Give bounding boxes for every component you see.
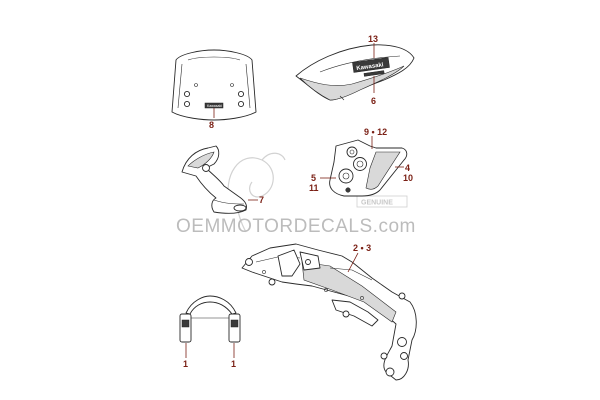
inner-panel-part: 9 • 12 4 10 5 11 [309, 127, 413, 197]
callout-panel-left-bottom: 11 [309, 183, 319, 193]
callout-panel-right-bottom: 10 [403, 173, 413, 183]
watermark: OEMMOTORDECALS.com GENUINE [176, 152, 416, 237]
callout-side-cover: 7 [259, 195, 264, 205]
watermark-site-text: OEMMOTORDECALS.com [176, 216, 416, 237]
callout-panel-left-top: 5 [311, 173, 316, 183]
watermark-genuine-badge: GENUINE [361, 200, 393, 207]
callout-windscreen: 8 [209, 120, 214, 130]
callout-fairing-bottom: 6 [371, 96, 376, 106]
callout-panel-right-top: 4 [405, 163, 410, 173]
fairing-decal-logo: Kawasaki [356, 62, 384, 72]
frame-part: 2 • 3 [241, 243, 417, 381]
fairing-part: Kawasaki 13 6 [295, 34, 415, 106]
windscreen-part: Kawasaki 8 [171, 49, 257, 130]
callout-fork-right: 1 [231, 359, 236, 369]
side-cover-part: 7 [181, 145, 264, 214]
windscreen-decal-logo: Kawasaki [207, 104, 222, 108]
callout-frame: 2 • 3 [353, 243, 371, 253]
callout-fork-left: 1 [183, 359, 188, 369]
fork-stay-part: 1 1 [179, 295, 241, 369]
callout-panel-top: 9 • 12 [364, 127, 387, 137]
callout-fairing-top: 13 [368, 34, 378, 44]
